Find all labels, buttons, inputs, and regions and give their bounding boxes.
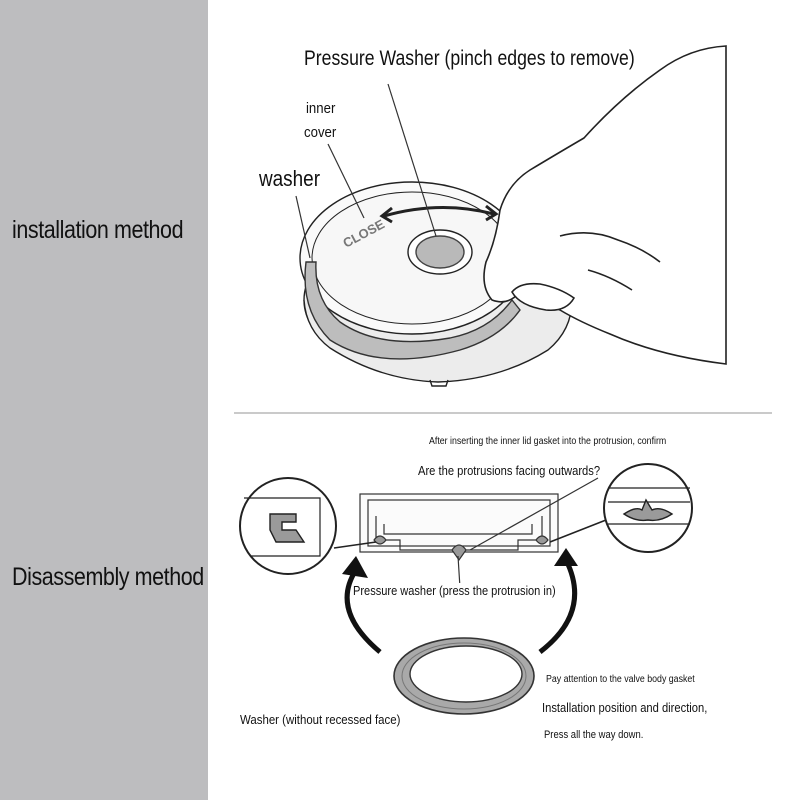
installation-method-label: installation method: [12, 216, 184, 244]
valve-gasket-note: Pay attention to the valve body gasket: [546, 674, 695, 685]
sidebar-panel: [0, 0, 208, 800]
zoom-detail-right: [549, 463, 693, 553]
zoom-detail-left: [239, 477, 377, 575]
inner-cover-label-line1: inner: [306, 100, 336, 117]
pressure-washer-label: Pressure Washer (pinch edges to remove): [304, 47, 635, 70]
bottom-leader-lines: [457, 477, 599, 589]
washer-note: Washer (without recessed face): [240, 712, 401, 727]
curved-arrows: [344, 558, 578, 654]
arrow-head-right: [554, 548, 578, 566]
hand-illustration: [483, 45, 727, 365]
pressure-washer-note: Pressure washer (press the protrusion in…: [353, 583, 556, 598]
lid-cross-section: [359, 493, 559, 562]
inner-cover-label-line2: cover: [304, 124, 337, 141]
washer-label: washer: [259, 166, 320, 191]
protrusion-question: Are the protrusions facing outwards?: [418, 463, 601, 478]
disassembly-method-label: Disassembly method: [12, 563, 204, 591]
arrow-head-left: [342, 556, 368, 578]
top-leader-lines: [295, 83, 437, 259]
installation-position-note: Installation position and direction,: [542, 700, 708, 715]
confirm-note: After inserting the inner lid gasket int…: [429, 436, 667, 447]
press-down-note: Press all the way down.: [544, 729, 644, 741]
gasket-ring: [393, 637, 535, 715]
